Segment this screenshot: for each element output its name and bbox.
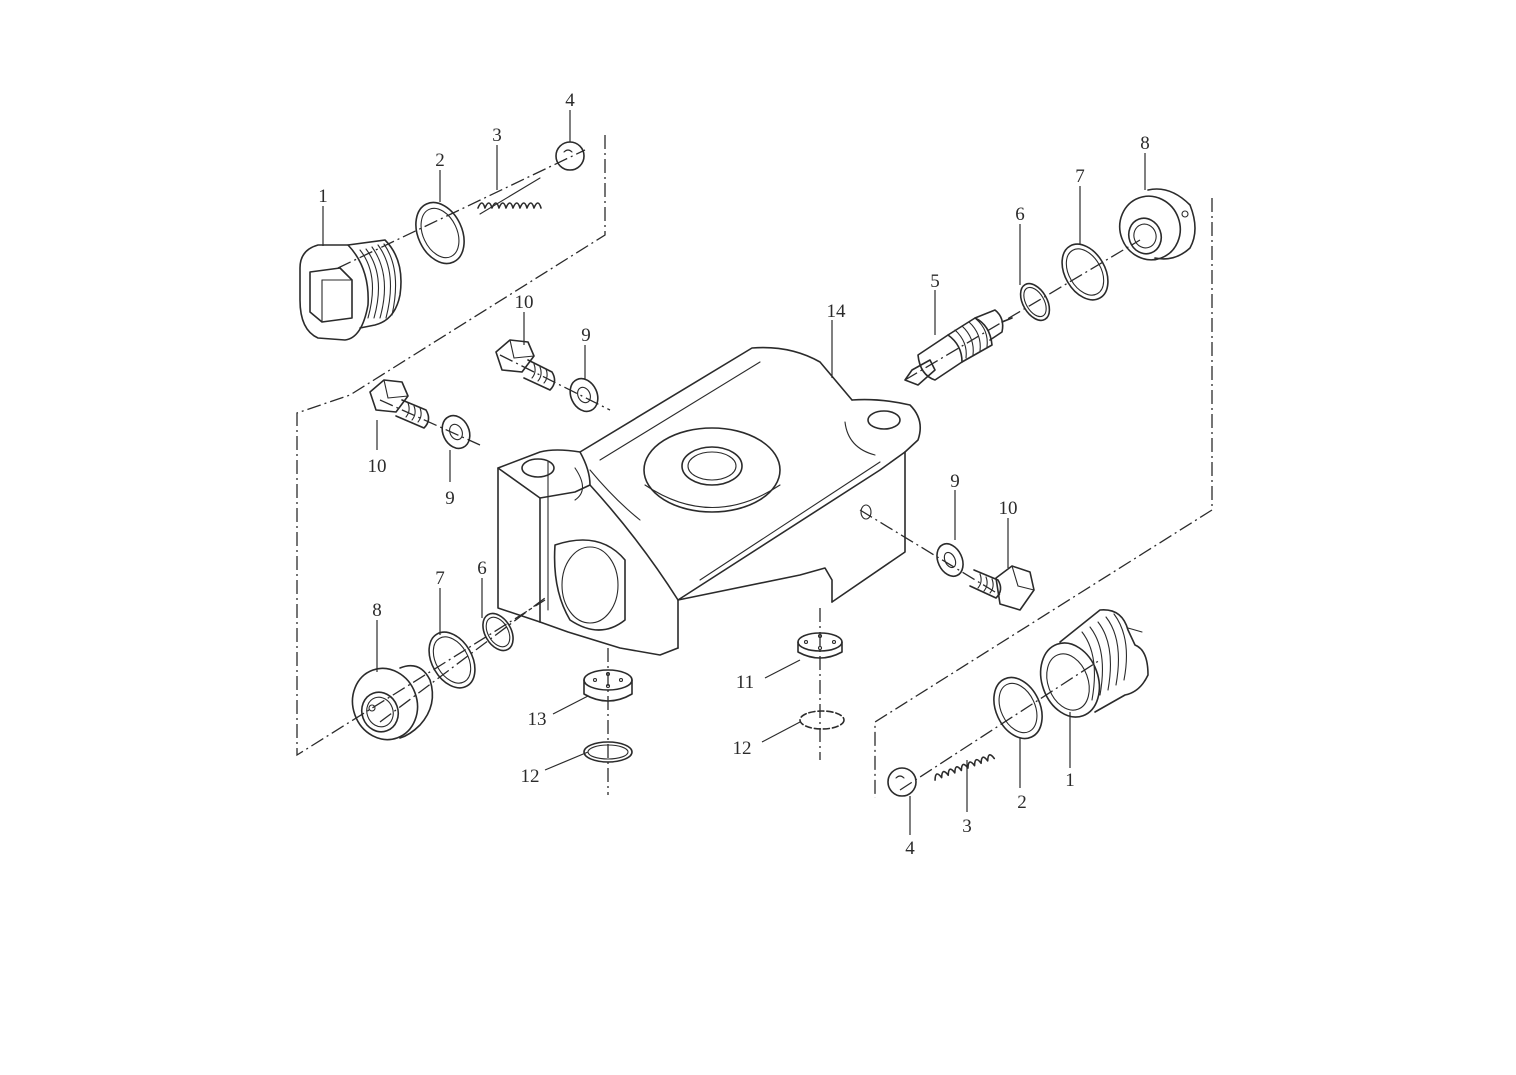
callout-2-lower: 2 [1017, 792, 1027, 813]
callout-8-lower: 8 [372, 600, 382, 621]
plate-part-13 [583, 669, 633, 702]
plug-part-1-lower [1039, 609, 1149, 718]
callout-1-lower: 1 [1065, 770, 1075, 791]
callout-10-upper: 10 [515, 292, 534, 313]
washer-part-9-right [936, 542, 964, 578]
o-ring-part-7-upper [1061, 243, 1109, 301]
callout-6-lower: 6 [477, 558, 487, 579]
bolt-part-10-upper [495, 339, 556, 391]
callout-11: 11 [736, 672, 754, 693]
callout-13: 13 [528, 709, 547, 730]
assembly-axis-lines [296, 135, 1213, 798]
spring-part-3-lower [934, 754, 996, 781]
callout-9-upper: 9 [581, 325, 591, 346]
o-ring-part-6-upper [1019, 282, 1051, 322]
o-ring-part-7-lower [428, 631, 476, 689]
callout-4-upper: 4 [565, 90, 575, 111]
o-ring-part-6-lower [482, 612, 514, 652]
washer-part-9-left [441, 414, 471, 450]
callout-12-left: 12 [521, 766, 540, 787]
callout-7-upper: 7 [1075, 166, 1085, 187]
valve-body-part-14 [497, 346, 921, 656]
callout-labels: 1 2 3 4 8 7 6 5 14 10 9 10 9 9 10 8 7 6 … [318, 90, 1150, 859]
plug-part-1-upper [299, 239, 402, 341]
plate-part-11 [797, 632, 843, 659]
callout-1-upper: 1 [318, 186, 328, 207]
ball-part-4-upper [555, 141, 585, 171]
o-ring-part-2-upper [415, 201, 465, 265]
callout-8-upper: 8 [1140, 133, 1150, 154]
o-ring-part-2-lower [993, 676, 1043, 740]
ball-part-4-lower [887, 767, 917, 797]
callout-9-right: 9 [950, 471, 960, 492]
bolt-part-10-right [969, 565, 1035, 611]
cap-part-8-upper [1118, 188, 1196, 261]
cartridge-part-5 [904, 309, 1013, 386]
callout-5: 5 [930, 271, 940, 292]
washer-part-9-upper [569, 377, 599, 413]
leader-lines [322, 110, 1146, 835]
spring-part-3-upper [477, 177, 542, 215]
callout-10-right: 10 [999, 498, 1018, 519]
cap-part-8-lower [351, 664, 434, 741]
callout-14: 14 [827, 301, 847, 322]
callout-3-lower: 3 [962, 816, 972, 837]
callout-10-left: 10 [368, 456, 387, 477]
seal-part-12-right [799, 710, 845, 730]
callout-4-lower: 4 [905, 838, 915, 859]
callout-7-lower: 7 [435, 568, 445, 589]
callout-12-right: 12 [733, 738, 752, 759]
callout-6-upper: 6 [1015, 204, 1025, 225]
bolt-part-10-left [369, 379, 430, 429]
callout-3-upper: 3 [492, 125, 502, 146]
callout-9-left: 9 [445, 488, 455, 509]
callout-2-upper: 2 [435, 150, 445, 171]
